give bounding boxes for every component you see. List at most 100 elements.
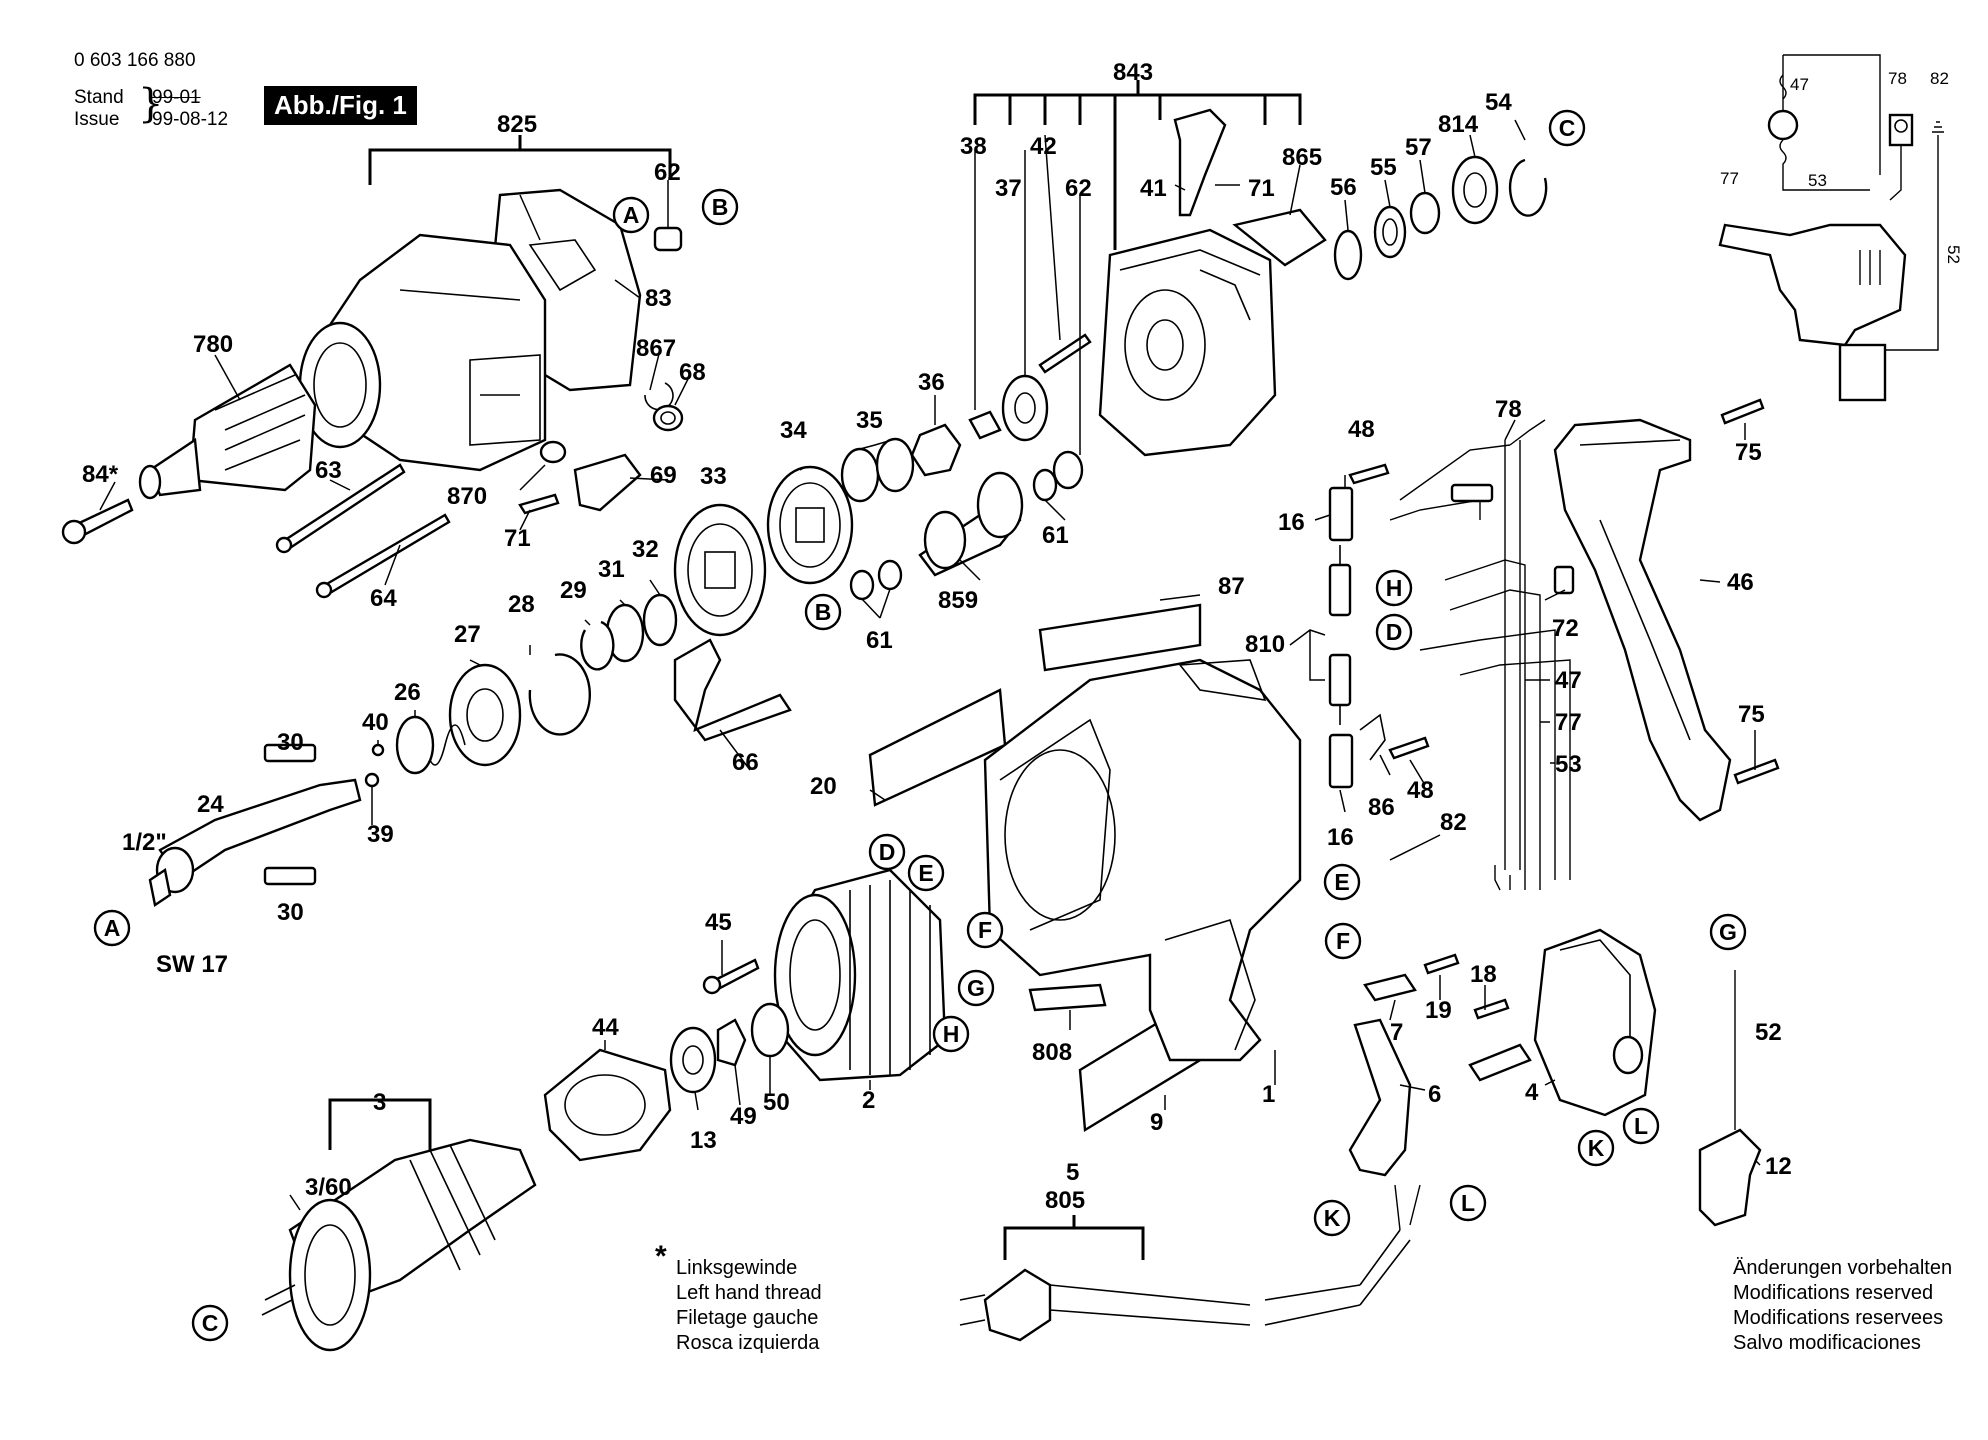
cap-72 <box>1553 565 1575 595</box>
svg-text:B: B <box>712 194 729 220</box>
carbon-brush-810a <box>1328 563 1352 617</box>
marker-d-wire: D <box>1375 613 1413 651</box>
issue-date: 99-08-12 <box>152 109 229 130</box>
plate-865 <box>1232 208 1327 267</box>
gear-train-assembly <box>968 80 1548 490</box>
label-825: 825 <box>497 111 537 138</box>
shift-fork-66 <box>673 638 792 742</box>
power-cord-assembly <box>959 1184 1421 1342</box>
needle-bearing-62 <box>1052 450 1084 490</box>
left-thread-note: Linksgewinde Left hand thread Filetage g… <box>676 1256 822 1356</box>
label-16a: 16 <box>1278 509 1305 536</box>
label-78: 78 <box>1495 396 1522 423</box>
stand-value: 99-01 <box>152 87 201 108</box>
label-49: 49 <box>730 1103 757 1130</box>
label-87 <box>1038 603 1202 672</box>
left-thread-asterisk: * <box>655 1240 667 1273</box>
trigger <box>1468 1043 1532 1082</box>
electrical-assembly <box>1328 398 1780 1227</box>
bearing-13 <box>669 1026 717 1094</box>
label-37: 37 <box>995 175 1022 202</box>
intermediate-gears <box>148 423 1058 907</box>
notice-line-fr: Modifications reservees <box>1733 1307 1944 1329</box>
fan-baffle-44 <box>543 1048 672 1162</box>
retaining-ring-54 <box>1508 158 1548 217</box>
label-62a: 62 <box>654 159 681 186</box>
marker-c-top: C <box>1548 109 1586 147</box>
label-810: 810 <box>1245 631 1285 658</box>
bushing-62 <box>653 226 683 252</box>
label-83: 83 <box>645 285 672 312</box>
label-46: 46 <box>1727 569 1754 596</box>
label-16b: 16 <box>1327 824 1354 851</box>
label-6: 6 <box>1428 1081 1441 1108</box>
screw-48a <box>1348 463 1390 485</box>
cord-805 <box>1049 1284 1251 1326</box>
marker-b-top: B <box>701 188 739 226</box>
svg-text:H: H <box>943 1021 960 1047</box>
label-24: 24 <box>197 791 224 818</box>
marker-a-left: A <box>93 909 131 947</box>
svg-text:B: B <box>815 599 832 625</box>
label-71a: 71 <box>504 525 531 552</box>
svg-text:G: G <box>967 975 985 1001</box>
label-1: 1 <box>1262 1081 1275 1108</box>
marker-e-stator: E <box>907 854 945 892</box>
label-41: 41 <box>1140 175 1167 202</box>
label-4: 4 <box>1525 1079 1539 1106</box>
screw-18 <box>1473 998 1510 1020</box>
screw-71 <box>518 493 560 515</box>
label-780: 780 <box>193 331 233 358</box>
washer-32 <box>642 593 678 647</box>
label-33: 33 <box>700 463 727 490</box>
marker-l-switch: L <box>1622 1107 1660 1145</box>
label-19: 19 <box>1425 997 1452 1024</box>
label-82: 82 <box>1440 809 1467 836</box>
marker-h-wire: H <box>1375 569 1413 607</box>
ball-40 <box>371 743 385 757</box>
label-sw17: SW 17 <box>156 951 228 978</box>
label-30b: 30 <box>277 899 304 926</box>
label-12: 12 <box>1765 1153 1792 1180</box>
ring-61b <box>849 569 875 601</box>
svg-text:A: A <box>104 915 121 941</box>
label-3-60: 3/60 <box>305 1174 352 1201</box>
washer-68 <box>652 404 684 432</box>
issue-label: Issue <box>74 109 120 130</box>
label-805: 805 <box>1045 1187 1085 1214</box>
label-13: 13 <box>690 1127 717 1154</box>
washer-870 <box>539 440 567 464</box>
schematic-label-82: 82 <box>1930 69 1949 88</box>
label-870: 870 <box>447 483 487 510</box>
label-62b: 62 <box>1065 175 1092 202</box>
label-26: 26 <box>394 679 421 706</box>
lever-41 <box>1173 108 1227 217</box>
spring-washer-49 <box>716 1018 747 1067</box>
label-52: 52 <box>1755 1019 1782 1046</box>
screw-48b <box>1388 736 1430 760</box>
label-48a: 48 <box>1348 416 1375 443</box>
brace-symbol: } <box>138 81 164 127</box>
label-3: 3 <box>373 1089 386 1116</box>
marker-e-wire: E <box>1323 863 1361 901</box>
label-808: 808 <box>1032 1039 1072 1066</box>
gear-37 <box>1001 374 1049 442</box>
label-56: 56 <box>1330 174 1357 201</box>
wiring-schematic <box>1718 54 1944 402</box>
retaining-ring-28 <box>528 653 592 736</box>
part-number-labels: 825 62 83 867 68 780 84* 63 870 69 71 64… <box>82 59 1963 1214</box>
needle-bearing-57 <box>1409 191 1441 235</box>
label-53: 53 <box>1555 751 1582 778</box>
label-32: 32 <box>632 536 659 563</box>
svg-text:H: H <box>1386 575 1403 601</box>
label-31: 31 <box>598 556 625 583</box>
figure-tag: Abb./Fig. 1 <box>264 86 417 125</box>
label-55: 55 <box>1370 154 1397 181</box>
note-line-en: Left hand thread <box>676 1282 822 1304</box>
marker-c-armature: C <box>191 1304 229 1342</box>
schematic-label-53: 53 <box>1808 171 1827 190</box>
label-39: 39 <box>367 821 394 848</box>
ring-61c <box>877 559 903 591</box>
label-48b: 48 <box>1407 777 1434 804</box>
svg-text:K: K <box>1324 1205 1341 1231</box>
